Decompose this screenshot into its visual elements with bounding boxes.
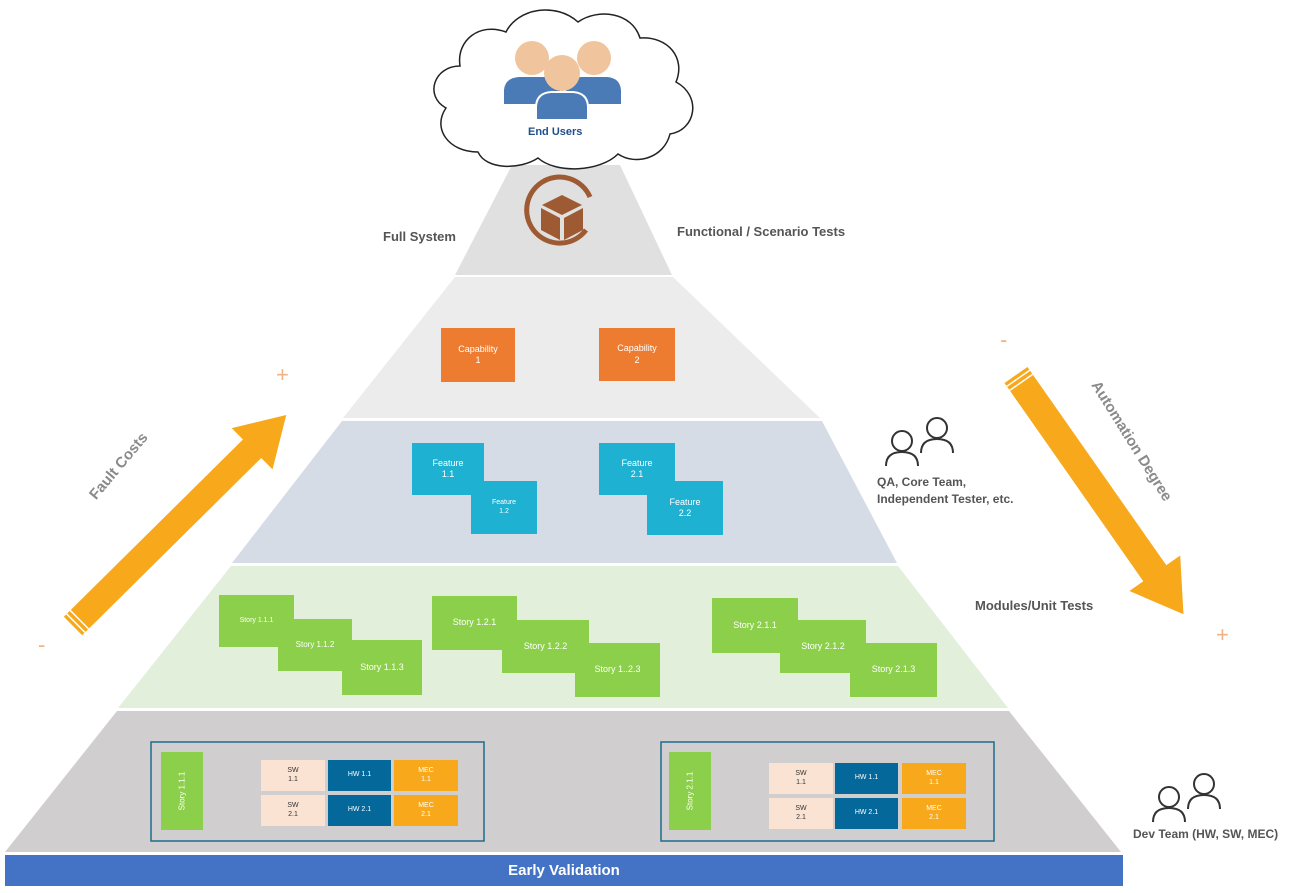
functional-tests-label: Functional / Scenario Tests (677, 224, 846, 239)
base-group-frame-2 (660, 741, 995, 842)
feature-number: 2.1 (630, 469, 644, 479)
fault-costs-plus: + (276, 362, 289, 387)
hw-module-box: HW 1.1 (328, 760, 391, 791)
feature-label: Feature (432, 457, 464, 468)
qa-team-line: Independent Tester, etc. (877, 492, 1014, 506)
module-label: SW (287, 766, 299, 774)
dev-team-label: Dev Team (HW, SW, MEC) (1133, 827, 1279, 841)
layer-capability (343, 277, 820, 418)
module-label: SW (795, 804, 807, 812)
users-group-icon (504, 41, 621, 121)
module-label: HW 1.1 (854, 774, 879, 782)
full-system-label: Full System (383, 229, 456, 244)
module-number: 1.1 (929, 778, 939, 786)
story-box: Story 1.1.3 (342, 640, 422, 695)
hw-module-box: HW 2.1 (328, 795, 391, 826)
qa-team-label: QA, Core Team, Independent Tester, etc. (877, 474, 1013, 508)
automation-minus: - (1000, 327, 1008, 352)
base-story-label: Story 1.1.1 (177, 771, 186, 811)
layer-feature (232, 421, 897, 563)
module-label: HW 2.1 (347, 806, 372, 814)
modules-unit-tests-label: Modules/Unit Tests (975, 598, 1094, 613)
module-number: 2.1 (929, 813, 939, 821)
module-number: 1.1 (288, 775, 298, 783)
module-label: SW (287, 801, 299, 809)
feature-label: Feature (491, 498, 517, 506)
early-validation-label: Early Validation (508, 862, 620, 879)
feature-number: 1.1 (441, 469, 455, 479)
module-number: 2.1 (796, 813, 806, 821)
base-story-box: Story 1.1.1 (161, 752, 203, 830)
capability-number: 2 (634, 354, 640, 365)
qa-team-line: QA, Core Team, (877, 475, 967, 489)
package-box-icon (524, 174, 593, 246)
module-number: 1.1 (421, 775, 431, 783)
module-label: HW 2.1 (854, 809, 879, 817)
module-number: 2.1 (421, 810, 431, 818)
feature-number: 2.2 (678, 508, 692, 518)
capability-label: Capability (617, 343, 657, 354)
end-users-label: End Users (528, 126, 583, 138)
automation-degree-arrow (1004, 366, 1184, 615)
fault-costs-minus: - (38, 632, 46, 657)
developers-icon (1152, 773, 1221, 823)
developers-icon (885, 417, 954, 467)
module-label: MEC (418, 801, 434, 809)
hw-module-box: HW 1.1 (835, 763, 898, 794)
base-story-box: Story 2.1.1 (669, 752, 711, 830)
story-box: Story 1.2.2 (502, 620, 589, 673)
hw-module-box: HW 2.1 (835, 798, 898, 829)
base-story-label: Story 2.1.1 (685, 771, 694, 811)
layer-full-system (455, 165, 672, 275)
story-box: Story 1.1.2 (278, 619, 352, 671)
automation-plus: + (1216, 622, 1229, 647)
feature-number: 1.2 (499, 507, 509, 515)
module-label: SW (795, 769, 807, 777)
module-number: 1.1 (796, 778, 806, 786)
feature-label: Feature (669, 496, 701, 507)
feature-label: Feature (621, 457, 653, 468)
base-group-frame-1 (150, 741, 485, 842)
module-label: HW 1.1 (347, 771, 372, 779)
module-number: 2.1 (288, 810, 298, 818)
module-label: MEC (418, 766, 434, 774)
module-label: MEC (926, 804, 942, 812)
module-label: MEC (926, 769, 942, 777)
capability-label: Capability (458, 343, 498, 354)
early-validation-bar (5, 855, 1123, 886)
story-box: Story 2.1.3 (850, 643, 937, 697)
capability-number: 1 (475, 355, 481, 365)
story-box: Story 1..2.3 (575, 643, 660, 697)
fault-costs-arrow (63, 414, 287, 636)
